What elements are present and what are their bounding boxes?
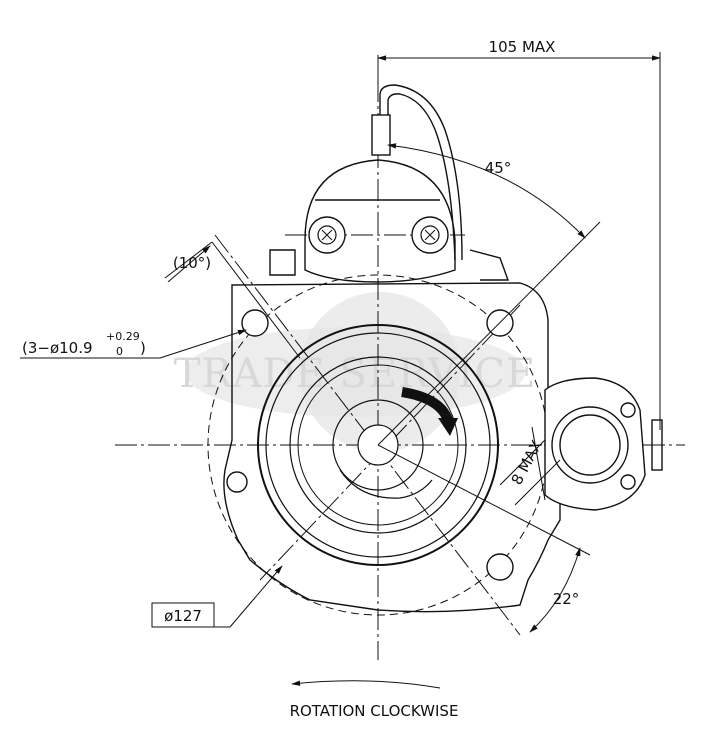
- dim-depth: [499, 426, 561, 506]
- rotation-arrow-icon: [401, 387, 458, 436]
- dim-diameter-box: [151, 602, 215, 628]
- diagonal-centerline-b: [259, 304, 521, 581]
- dim-diameter: [151, 565, 283, 628]
- svg-text:+0.29: +0.29: [106, 330, 140, 343]
- dim-angle-45-label: 45°: [485, 159, 512, 177]
- watermark: TRADE SERVICE: [174, 292, 536, 452]
- inner-ring: [265, 332, 491, 558]
- dim-width-label: 105 MAX: [489, 38, 556, 56]
- rotation-label: ROTATION CLOCKWISE: [290, 702, 459, 720]
- connector-ring: [551, 406, 629, 484]
- connector-tab: [651, 419, 663, 471]
- dim-angle-10-label: (10°): [173, 254, 211, 272]
- dim-angle-22: [377, 444, 591, 633]
- dim-diameter-label: ø127: [164, 607, 202, 625]
- cable-sleeve: [371, 114, 391, 156]
- flange-outline: [223, 282, 561, 613]
- left-bracket: [269, 249, 296, 276]
- outer-ring: [257, 324, 499, 566]
- svg-text:(3−ø10.9: (3−ø10.9: [22, 339, 93, 357]
- dim-width: [377, 52, 661, 430]
- connector-screw-bottom-icon: [620, 474, 636, 490]
- side-connector: [544, 377, 663, 511]
- dim-angle-45: [377, 143, 601, 446]
- mounting-hole-1: [241, 309, 269, 337]
- mounting-hole-3: [486, 553, 514, 581]
- terminal-boss: [469, 249, 509, 281]
- dim-holes-leader: [20, 329, 247, 359]
- dim-angle-10: [164, 241, 301, 359]
- dim-angle-22-label: 22°: [553, 590, 580, 608]
- pinion-outer: [332, 399, 424, 491]
- bearing-ring-inner: [297, 364, 459, 526]
- lug-left: [226, 471, 248, 493]
- rotation-direction-icon: [291, 680, 441, 689]
- bearing-ring: [289, 356, 467, 534]
- svg-text:): ): [140, 339, 146, 357]
- connector-screw-top-icon: [620, 402, 636, 418]
- svg-text:0: 0: [116, 345, 123, 358]
- dim-holes-label: (3−ø10.9 +0.29 0 ): [22, 330, 146, 358]
- watermark-text: TRADE SERVICE: [174, 351, 536, 397]
